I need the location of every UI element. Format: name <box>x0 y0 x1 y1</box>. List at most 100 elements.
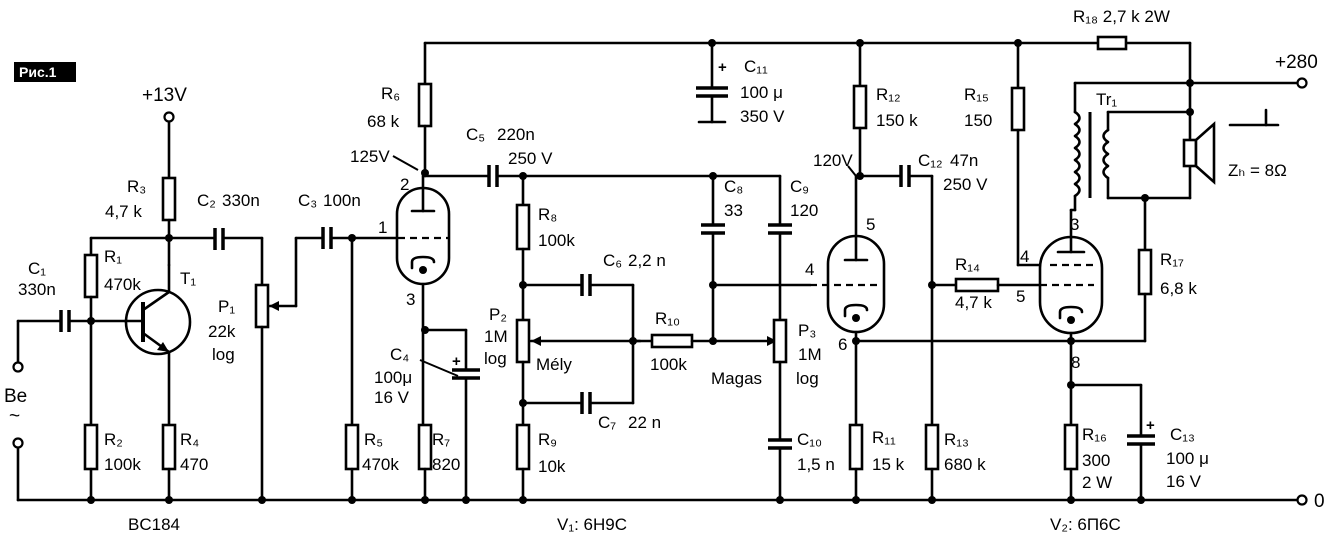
c13-voltage: 16 V <box>1166 472 1202 491</box>
mely-label: Mély <box>536 355 572 374</box>
r15-name: R₁₅ <box>964 85 989 104</box>
r7-resistor: R₇ 820 <box>417 423 460 502</box>
r5-name: R₅ <box>364 430 383 449</box>
r15-value: 150 <box>964 111 992 130</box>
input-symbol: ~ <box>9 406 20 427</box>
c11-capacitor: + C₁₁ 100 μ 350 V <box>696 39 785 126</box>
r10-value: 100k <box>650 355 687 374</box>
p3-name: P₃ <box>798 321 816 340</box>
p3-value: 1M <box>798 345 822 364</box>
c7-value: 22 n <box>628 413 661 432</box>
r9-resistor: R₉ 10k <box>515 423 566 502</box>
v1-pin-cathode: 3 <box>406 290 415 309</box>
v2-pin-g2: 4 <box>1020 247 1029 266</box>
r9-name: R₉ <box>538 430 557 449</box>
supply-13v: +13V <box>142 85 187 180</box>
p2-name: P₂ <box>489 305 507 324</box>
c4-value: 100μ <box>374 368 412 387</box>
r11-resistor: R₁₁ 15 k <box>848 423 905 502</box>
v120-label: 120V <box>813 151 853 170</box>
c5-value: 220n <box>497 125 535 144</box>
r7-value: 820 <box>432 455 460 474</box>
p1-potentiometer: P₁ 22k log <box>208 236 324 502</box>
r3-value: 4,7 k <box>105 202 142 221</box>
p1-taper: log <box>212 345 235 364</box>
r16-resistor: R₁₆ 300 2 W <box>1063 423 1112 502</box>
r14-resistor: R₁₄ 4,7 k <box>930 255 1042 312</box>
c4-voltage: 16 V <box>374 388 410 407</box>
hv-rail: +280 <box>423 41 1318 89</box>
input-label: Be <box>4 386 27 407</box>
c9-capacitor: C₉ 120 <box>768 174 818 322</box>
r12-name: R₁₂ <box>876 85 901 104</box>
speaker-icon: Zₕ = 8Ω <box>1182 79 1287 200</box>
r2-name: R₂ <box>104 430 123 449</box>
c1-value: 330n <box>18 280 56 299</box>
v1b-pin-plate: 5 <box>866 215 875 234</box>
r18-value: 2,7 k 2W <box>1103 7 1170 26</box>
c9-name: C₉ <box>790 177 809 196</box>
r10-resistor: R₁₀ 100k Magas <box>631 309 777 388</box>
r2-value: 100k <box>104 455 141 474</box>
svg-text:+: + <box>1146 417 1155 434</box>
v2-type: V₂: 6П6C <box>1050 515 1121 534</box>
c12-name: C₁₂ <box>918 151 943 170</box>
r17-value: 6,8 k <box>1160 279 1197 298</box>
r8-resistor: R₈ 100k <box>515 174 575 322</box>
r13-name: R₁₃ <box>944 430 969 449</box>
c13-capacitor: + C₁₃ 100 μ 16 V <box>1069 383 1209 502</box>
c9-value: 120 <box>790 201 818 220</box>
r13-resistor: R₁₃ 680 k <box>924 423 986 502</box>
c10-value: 1,5 n <box>797 455 835 474</box>
v1-pin-grid: 1 <box>378 218 387 237</box>
c4-name: C₄ <box>390 345 409 364</box>
c3-capacitor: C₃ 100n <box>298 191 400 249</box>
r17-resistor: R₁₇ 6,8 k <box>1137 194 1197 343</box>
tr1-label: Tr₁ <box>1096 90 1117 109</box>
supply-13v-label: +13V <box>142 85 187 106</box>
r12-resistor: R₁₂ 150 k 120V <box>813 39 918 180</box>
c13-name: C₁₃ <box>1170 425 1195 444</box>
c13-value: 100 μ <box>1166 449 1209 468</box>
c11-voltage: 350 V <box>740 107 785 126</box>
r16-value: 300 <box>1082 451 1110 470</box>
v1b-pin-grid: 4 <box>805 260 814 279</box>
v2-pin-anode: 3 <box>1070 215 1079 234</box>
c5-name: C₅ <box>466 125 485 144</box>
c8-value: 33 <box>724 201 743 220</box>
c5-voltage: 250 V <box>508 149 553 168</box>
c7-capacitor: C₇ 22 n <box>521 392 661 432</box>
p3-potentiometer: P₃ 1M log <box>772 318 822 442</box>
r16-power: 2 W <box>1082 473 1112 492</box>
c6-name: C₆ <box>603 251 622 270</box>
c3-name: C₃ <box>298 191 317 210</box>
svg-text:+: + <box>452 353 461 370</box>
p2-taper: log <box>484 349 507 368</box>
figure-label-badge: Рис.1 <box>14 62 76 82</box>
r1-name: R₁ <box>104 247 122 266</box>
r13-value: 680 k <box>944 455 986 474</box>
r4-value: 470 <box>180 455 208 474</box>
r14-name: R₁₄ <box>955 255 980 274</box>
r6-value: 68 k <box>367 112 400 131</box>
t1-type: BC184 <box>128 515 180 534</box>
v1-type: V₁: 6H9C <box>557 515 627 534</box>
v1a-triode: 2 1 3 <box>378 174 451 427</box>
speaker-label: Zₕ = 8Ω <box>1228 161 1287 180</box>
r4-resistor: R₄ 470 <box>161 423 208 502</box>
tr1-transformer: Tr₁ <box>1069 81 1192 212</box>
c7-name: C₇ <box>598 413 616 432</box>
c11-value: 100 μ <box>740 83 783 102</box>
c3-value: 100n <box>323 191 361 210</box>
r3-resistor: R₃ 4,7 k <box>105 176 177 267</box>
supply-280-label: +280 <box>1275 52 1318 73</box>
r17-name: R₁₇ <box>1160 250 1184 269</box>
svg-text:+: + <box>718 59 727 76</box>
ground-rail: 0 <box>16 491 1325 512</box>
c1-name: C₁ <box>28 259 46 278</box>
p1-name: P₁ <box>218 297 235 316</box>
c8-name: C₈ <box>724 177 743 196</box>
v1-pin-plate: 2 <box>400 175 409 194</box>
c10-name: C₁₀ <box>797 430 822 449</box>
